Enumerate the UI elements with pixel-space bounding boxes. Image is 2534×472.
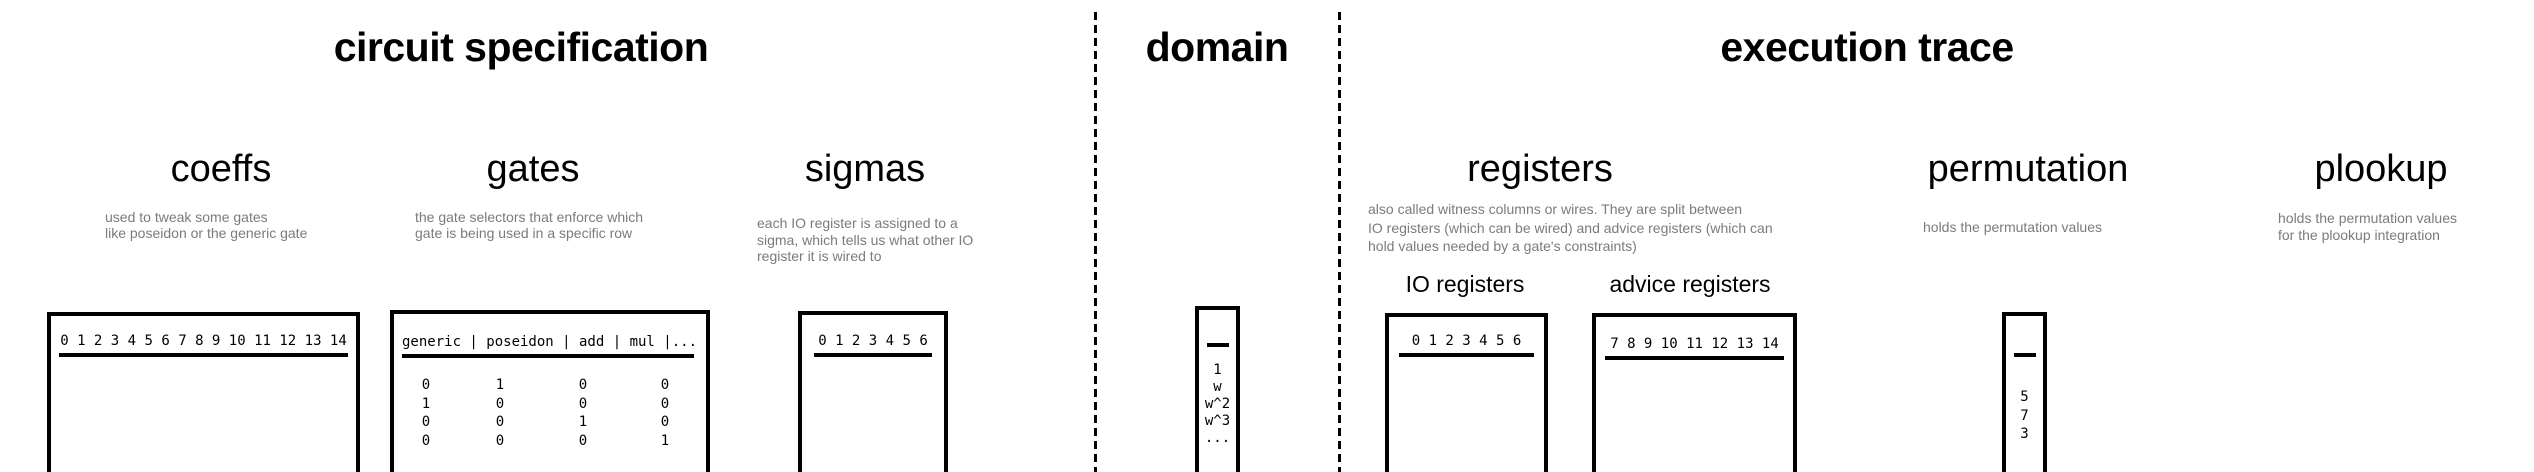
permutation-table: 5 7 3 <box>2002 312 2047 472</box>
description-line: holds the permutation values <box>1923 219 2102 235</box>
io-registers-table: 0 1 2 3 4 5 6 <box>1385 313 1548 472</box>
description-line: like poseidon or the generic gate <box>105 224 308 241</box>
gates-description: the gate selectors that enforce which ga… <box>415 209 644 241</box>
description-line: register it is wired to <box>757 248 882 264</box>
sigmas-table: 0 1 2 3 4 5 6 <box>798 311 948 472</box>
description-line: used to tweak some gates <box>105 209 268 225</box>
description-line: also called witness columns or wires. Th… <box>1368 201 1743 217</box>
gates-heading: gates <box>486 148 580 190</box>
permutation-value: 3 <box>2020 426 2029 442</box>
description-line: gate is being used in a specific row <box>415 224 633 241</box>
gates-column-add: 0 0 1 0 <box>563 376 603 450</box>
permutation-heading: permutation <box>1927 148 2129 190</box>
domain-value: w^2 <box>1204 396 1231 412</box>
description-line: each IO register is assigned to a <box>757 215 958 231</box>
sigmas-heading: sigmas <box>804 148 926 190</box>
description-line: holds the permutation values <box>2278 210 2457 226</box>
plookup-description: holds the permutation values for the plo… <box>2278 210 2457 244</box>
domain-values: 1 w w^2 w^3 ... <box>1199 362 1236 447</box>
domain-table-header-rule <box>1206 343 1229 347</box>
coeffs-description: used to tweak some gates like poseidon o… <box>105 209 308 241</box>
coeffs-heading: coeffs <box>170 148 272 190</box>
gate-selector-cell: 1 <box>578 414 588 430</box>
io-registers-label: IO registers <box>1405 271 1525 297</box>
domain-table: 1 w w^2 w^3 ... <box>1195 306 1240 472</box>
advice-registers-label: advice registers <box>1609 271 1771 297</box>
gate-selector-cell: 0 <box>660 377 670 393</box>
gate-selector-cell: 0 <box>495 414 505 430</box>
domain-value: ... <box>1204 430 1231 446</box>
advice-registers-table-header-rule <box>1605 356 1784 360</box>
execution-trace-title: execution trace <box>1720 24 2014 70</box>
sigmas-table-header: 0 1 2 3 4 5 6 <box>818 333 928 349</box>
gates-table: generic | poseidon | add | mul |... 0 1 … <box>390 310 710 472</box>
gates-table-header: generic | poseidon | add | mul |... <box>402 334 698 350</box>
gate-selector-cell: 0 <box>421 432 431 449</box>
coeffs-table-header: 0 1 2 3 4 5 6 7 8 9 10 11 12 13 14 <box>60 333 347 349</box>
gates-column-poseidon: 1 0 0 0 <box>480 376 520 450</box>
gates-table-header-rule <box>402 354 694 358</box>
registers-heading: registers <box>1467 148 1613 190</box>
gate-selector-cell: 1 <box>660 432 670 449</box>
divider-dashed-left <box>1094 12 1097 472</box>
permutation-values: 5 7 3 <box>2006 388 2043 444</box>
description-line: for the plookup integration <box>2278 227 2440 243</box>
registers-description: also called witness columns or wires. Th… <box>1368 200 1773 256</box>
sigmas-description: each IO register is assigned to a sigma,… <box>757 215 973 265</box>
coeffs-table: 0 1 2 3 4 5 6 7 8 9 10 11 12 13 14 <box>47 312 360 472</box>
domain-value: w <box>1213 379 1222 395</box>
coeffs-table-header-rule <box>59 353 348 357</box>
sigmas-table-header-rule <box>814 353 932 357</box>
circuit-specification-title: circuit specification <box>333 24 709 70</box>
gate-selector-cell: 0 <box>660 414 670 430</box>
gate-selector-cell: 0 <box>495 432 505 449</box>
gate-selector-cell: 0 <box>660 395 670 412</box>
plookup-heading: plookup <box>2314 148 2448 190</box>
io-registers-table-header: 0 1 2 3 4 5 6 <box>1411 333 1522 349</box>
gate-selector-cell: 0 <box>421 377 431 393</box>
gate-selector-cell: 0 <box>578 432 588 449</box>
advice-registers-table: 7 8 9 10 11 12 13 14 <box>1592 313 1797 472</box>
gates-column-generic: 0 1 0 0 <box>406 376 446 450</box>
domain-title: domain <box>1145 24 1289 70</box>
gates-column-mul: 0 0 0 1 <box>645 376 685 450</box>
permutation-value: 7 <box>2020 407 2029 424</box>
gate-selector-cell: 0 <box>578 377 588 393</box>
permutation-value: 5 <box>2020 389 2029 405</box>
io-registers-table-header-rule <box>1399 353 1534 357</box>
gate-selector-cell: 1 <box>421 395 431 412</box>
gate-selector-cell: 1 <box>495 377 505 393</box>
domain-value: w^3 <box>1204 413 1231 429</box>
description-line: the gate selectors that enforce which <box>415 209 644 225</box>
description-line: hold values needed by a gate's constrain… <box>1368 238 1637 254</box>
permutation-description: holds the permutation values <box>1923 219 2102 236</box>
divider-dashed-right <box>1338 12 1341 472</box>
gate-selector-cell: 0 <box>578 395 588 412</box>
gate-selector-cell: 0 <box>421 414 431 430</box>
advice-registers-table-header: 7 8 9 10 11 12 13 14 <box>1610 336 1779 352</box>
description-line: sigma, which tells us what other IO <box>757 231 974 248</box>
gate-selector-cell: 0 <box>495 395 505 412</box>
permutation-table-header-rule <box>2013 353 2036 357</box>
domain-value: 1 <box>1213 362 1222 378</box>
description-line: IO registers (which can be wired) and ad… <box>1368 219 1773 236</box>
